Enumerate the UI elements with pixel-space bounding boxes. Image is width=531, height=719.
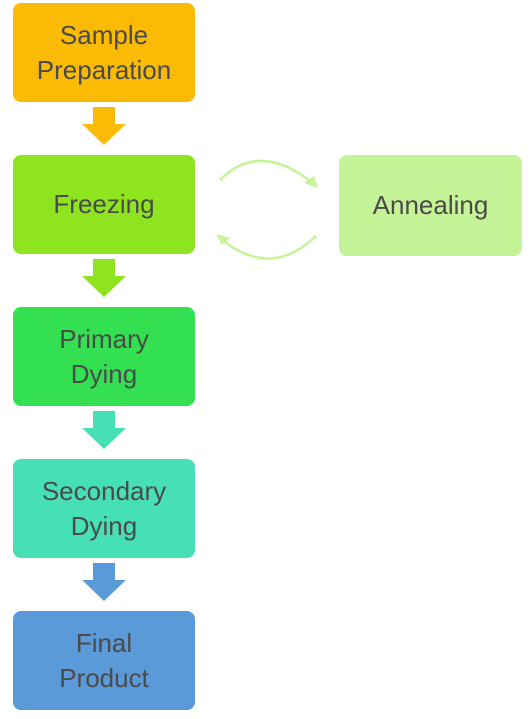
- cycle-arrowhead-left: [216, 234, 230, 245]
- step-label-line: Product: [59, 662, 149, 693]
- step-label-line: Annealing: [372, 190, 489, 220]
- down-arrow-icon: [82, 411, 126, 449]
- step-label-line: Preparation: [36, 54, 172, 85]
- step-primary-dying: Primary Dying: [13, 307, 195, 406]
- step-label-line: Secondary: [41, 475, 167, 506]
- step-label-line: Freezing: [53, 189, 155, 219]
- cycle-arrows-icon: [216, 159, 318, 260]
- step-final-product: Final Product: [13, 611, 195, 710]
- down-arrow-icon: [82, 563, 126, 601]
- cycle-arrowhead-right: [304, 176, 318, 188]
- step-label-line: Sample: [59, 19, 149, 50]
- step-label-line: Final: [75, 627, 133, 658]
- down-arrow-icon: [82, 107, 126, 145]
- step-label-line: Dying: [70, 510, 138, 541]
- step-freezing: Freezing: [13, 155, 195, 254]
- step-annealing: Annealing: [339, 155, 522, 256]
- step-label-line: Primary: [59, 323, 149, 354]
- step-label-line: Dying: [70, 358, 138, 389]
- step-secondary-dying: Secondary Dying: [13, 459, 195, 558]
- step-sample-preparation: Sample Preparation: [13, 3, 195, 102]
- down-arrow-icon: [82, 259, 126, 297]
